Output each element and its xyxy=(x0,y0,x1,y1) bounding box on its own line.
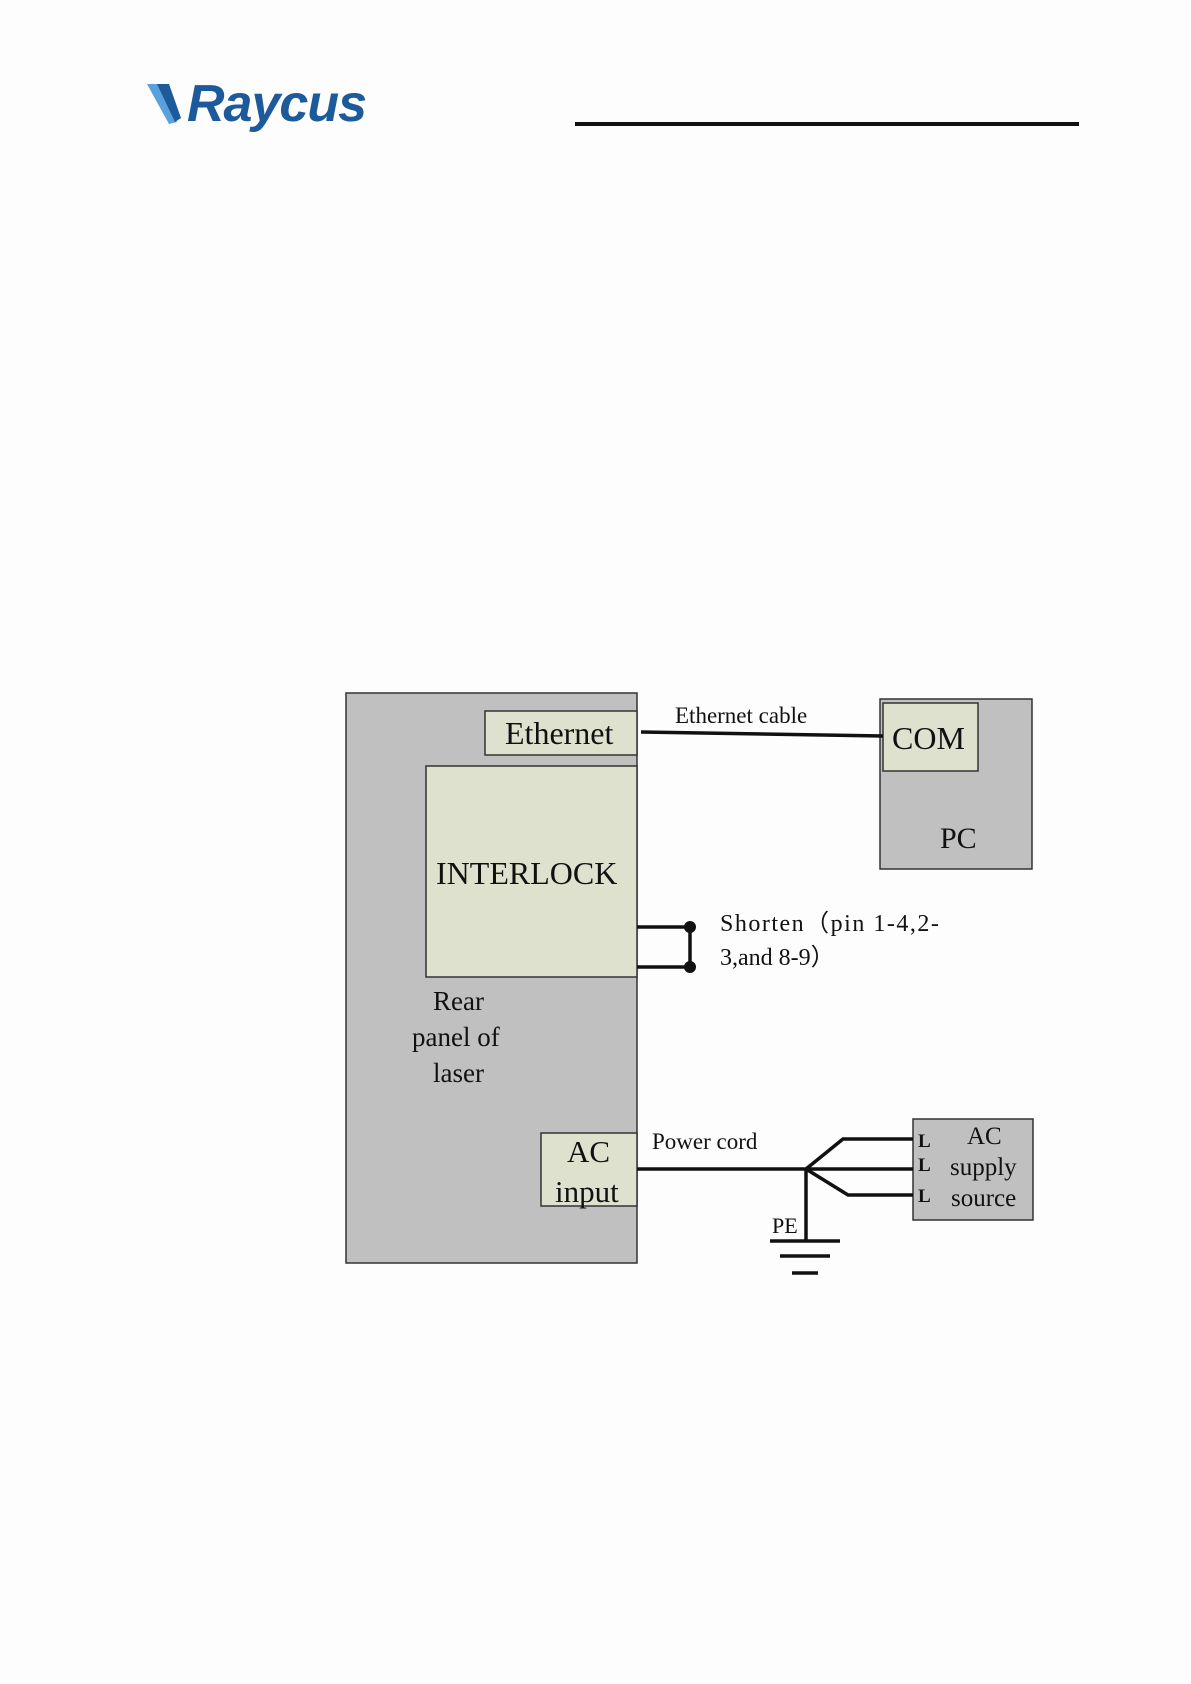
pe-label: PE xyxy=(772,1215,798,1237)
ac-input-label-2: input xyxy=(555,1176,619,1207)
interlock-label: INTERLOCK xyxy=(436,857,617,889)
rear-panel-label-1: Rear xyxy=(433,988,484,1015)
ethernet-cable-line xyxy=(641,732,883,736)
phase-wire-1 xyxy=(806,1139,913,1169)
short-link-dot-top xyxy=(684,921,696,933)
short-link-dot-bottom xyxy=(684,961,696,973)
shorten-label-1: Shorten（pin 1-4,2- xyxy=(720,912,940,936)
rear-panel-label-3: laser xyxy=(433,1060,484,1087)
rear-panel-label-2: panel of xyxy=(412,1024,500,1051)
com-port-label: COM xyxy=(892,722,965,754)
shorten-label-2: 3,and 8-9） xyxy=(720,946,835,970)
ethernet-cable-label: Ethernet cable xyxy=(675,704,807,727)
ethernet-port-label: Ethernet xyxy=(505,717,613,749)
phase-label-2: L xyxy=(918,1156,931,1175)
ac-supply-label-2: supply xyxy=(950,1155,1017,1180)
interlock-short-link xyxy=(637,927,690,967)
ac-supply-label-3: source xyxy=(951,1186,1016,1211)
power-cord-label: Power cord xyxy=(652,1130,757,1153)
ac-supply-label-1: AC xyxy=(967,1124,1002,1149)
pc-label: PC xyxy=(940,824,977,854)
phase-label-3: L xyxy=(918,1187,931,1206)
phase-wire-3 xyxy=(806,1169,913,1195)
ac-input-label-1: AC xyxy=(567,1136,610,1167)
phase-label-1: L xyxy=(918,1132,931,1151)
